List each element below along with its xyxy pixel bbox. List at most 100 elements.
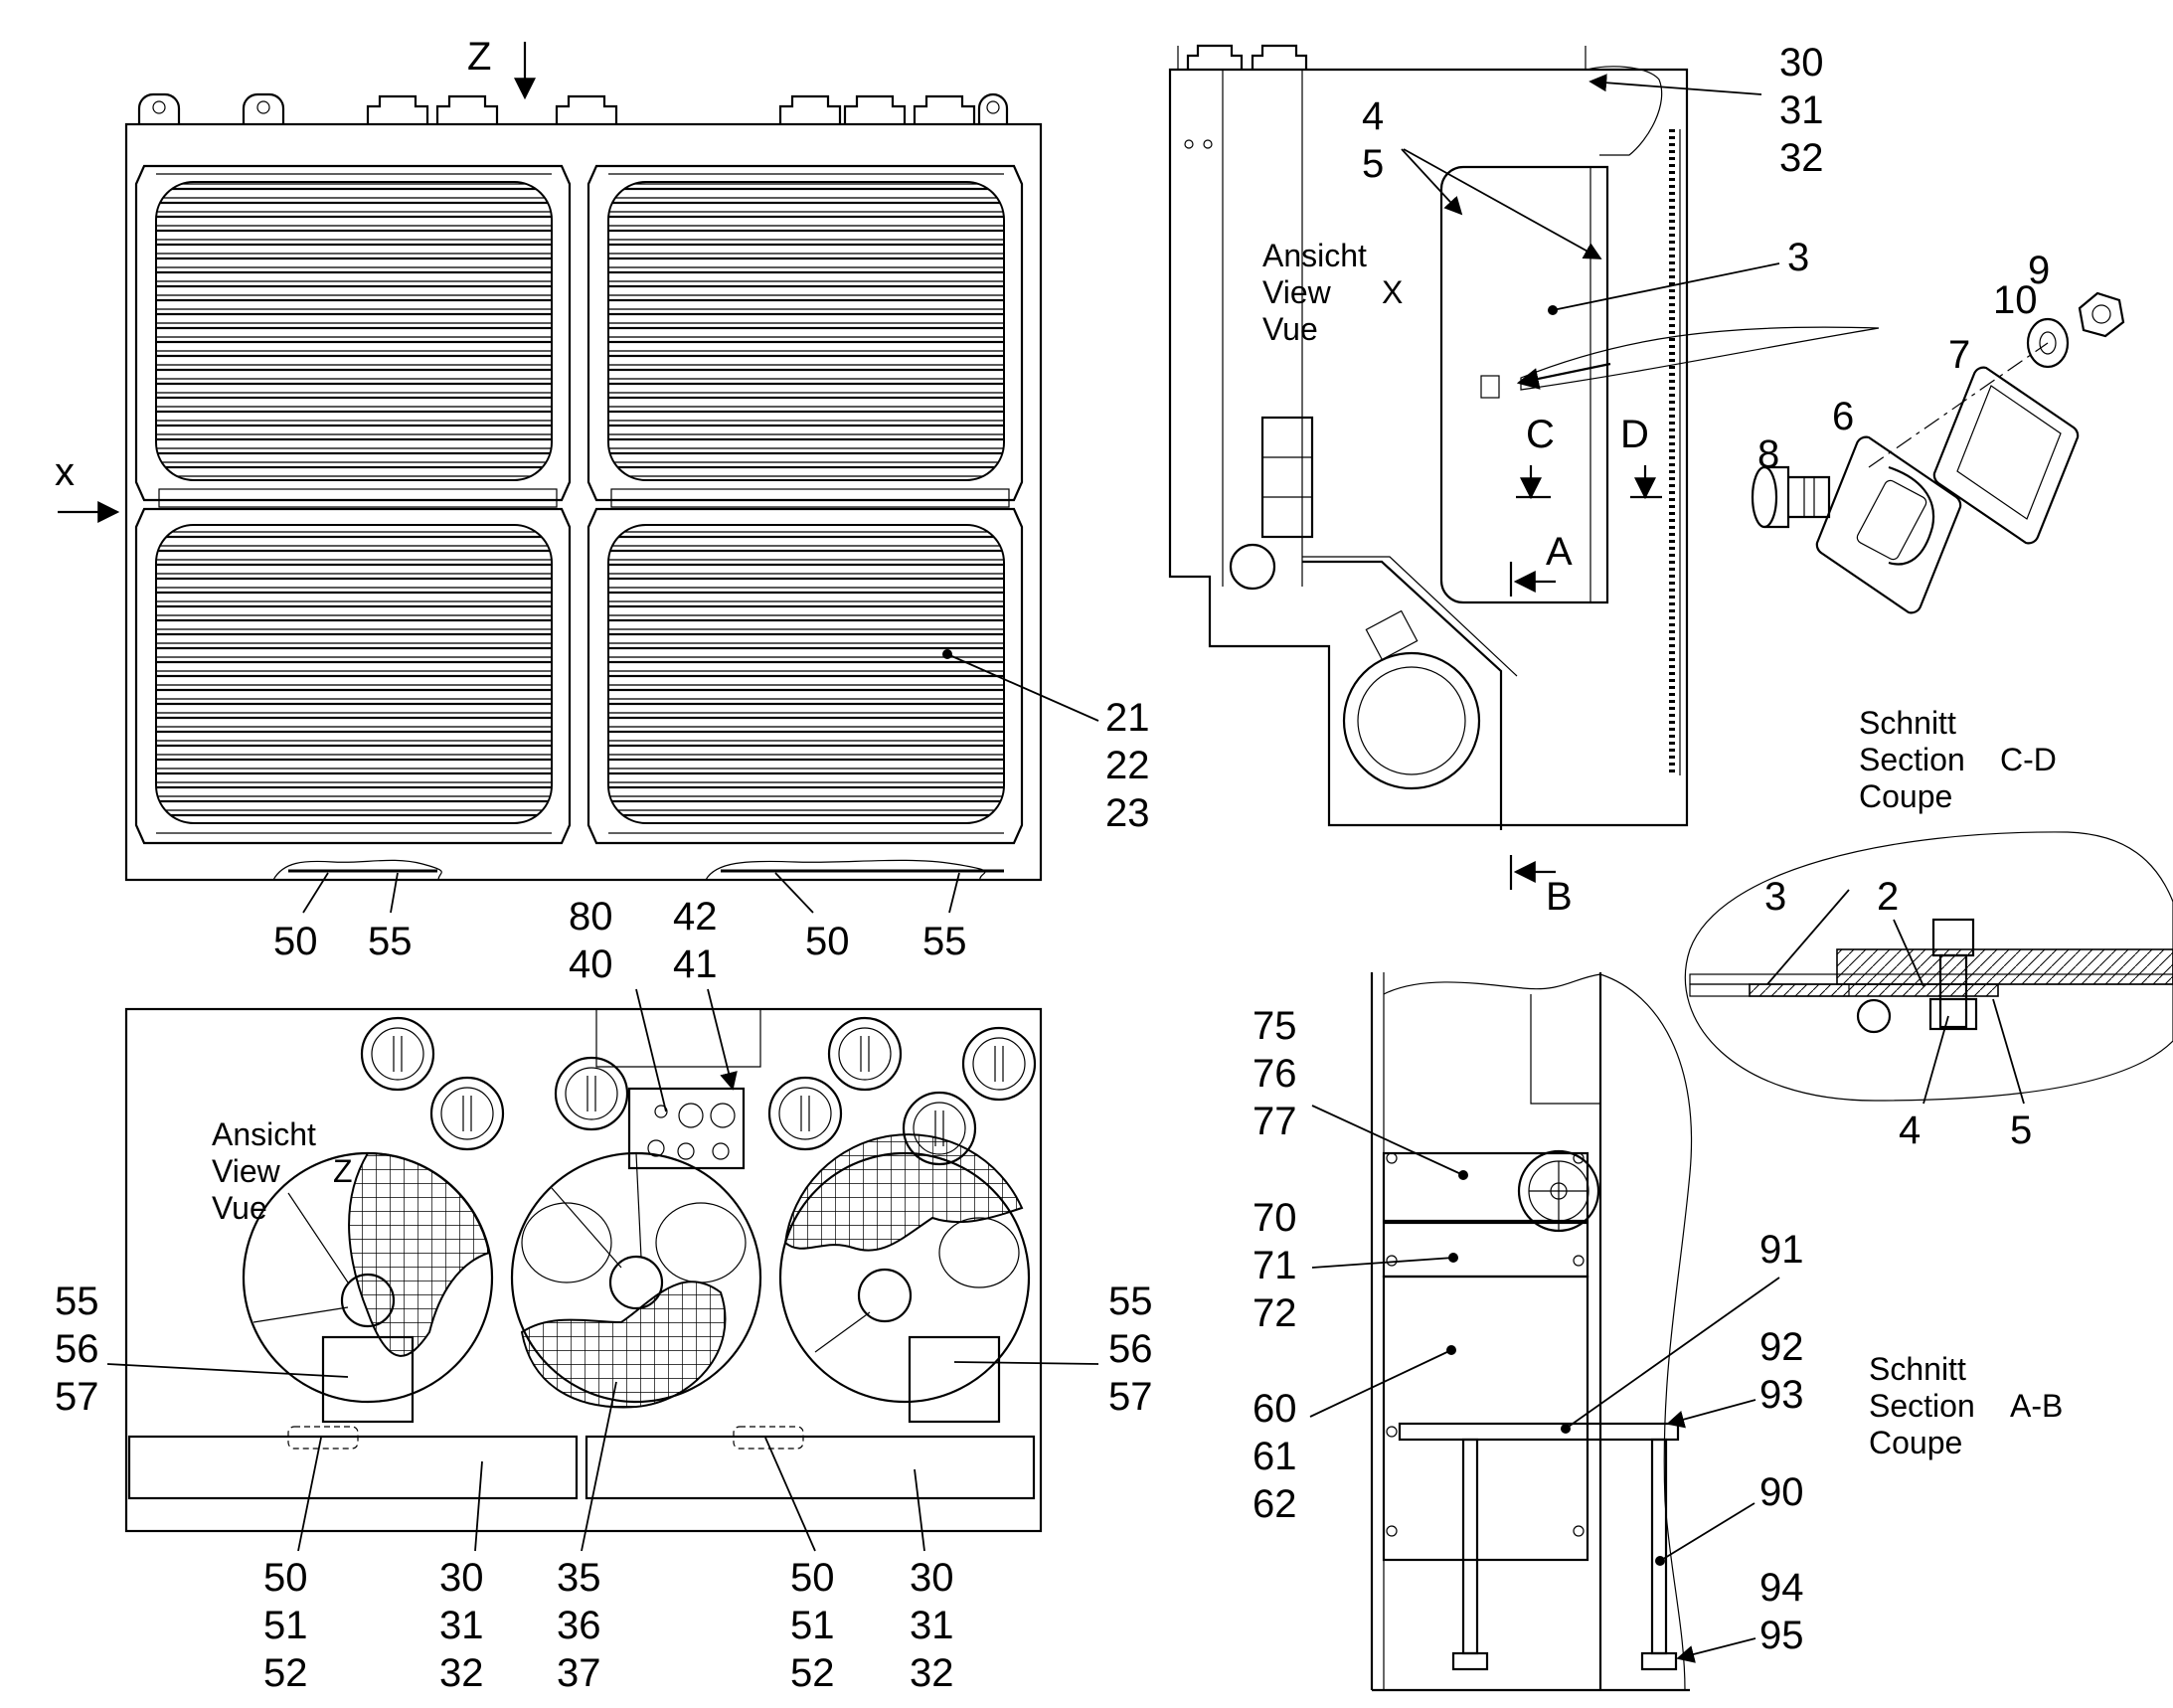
side-view: Ansicht View Vue X 30 31 32 4 5 3 C D A … [1168, 41, 1880, 919]
label-32-box-left: 32 [439, 1651, 484, 1695]
bolt-8-head [1751, 465, 1778, 529]
label-50-right: 50 [805, 920, 850, 963]
label-37: 37 [557, 1651, 601, 1695]
middle-bar-right [610, 488, 1010, 508]
label-41: 41 [673, 942, 718, 986]
hardware-exploded: 9 10 7 6 8 [1751, 249, 2125, 614]
label-50-fan-left: 50 [263, 1556, 308, 1600]
label-5-cd: 5 [2010, 1109, 2032, 1152]
label-40: 40 [569, 942, 613, 986]
label-77: 77 [1253, 1100, 1297, 1143]
washer-10 [2026, 317, 2070, 369]
label-31: 31 [1779, 88, 1824, 132]
view-x-caption-fr: Vue [1262, 311, 1318, 347]
label-55-fan-left: 55 [55, 1280, 99, 1323]
label-8: 8 [1757, 432, 1779, 476]
label-94: 94 [1759, 1566, 1804, 1610]
core-panel-bottom-left [134, 507, 572, 845]
cut-a-label: A [1546, 530, 1573, 574]
label-52-fan-left: 52 [263, 1651, 308, 1695]
label-55-fan-right: 55 [1108, 1280, 1153, 1323]
label-76: 76 [1253, 1052, 1297, 1096]
core-panel-top-right [586, 164, 1024, 502]
label-22: 22 [1105, 744, 1150, 787]
cover-plate-6 [1815, 435, 1962, 614]
label-32: 32 [1779, 136, 1824, 180]
section-cd-caption-fr: Coupe [1859, 778, 1952, 814]
label-21: 21 [1105, 696, 1150, 740]
gasket-7 [1932, 366, 2080, 545]
section-cd-caption-en: Section [1859, 742, 1965, 777]
section-ab-caption-en: Section [1869, 1388, 1975, 1424]
radiator-frame [124, 122, 1043, 882]
label-31-box-left: 31 [439, 1604, 484, 1647]
view-x-caption-de: Ansicht [1262, 238, 1367, 273]
label-32-box-right: 32 [910, 1651, 954, 1695]
label-57-fan-right: 57 [1108, 1375, 1153, 1419]
label-92: 92 [1759, 1325, 1804, 1369]
inspection-flange [1342, 651, 1481, 790]
label-31-box-right: 31 [910, 1604, 954, 1647]
label-6: 6 [1832, 395, 1854, 438]
plate-60 [1382, 1275, 1589, 1562]
label-91: 91 [1759, 1228, 1804, 1272]
fan-center [510, 1151, 762, 1409]
label-75: 75 [1253, 1004, 1297, 1048]
label-30: 30 [1779, 41, 1824, 85]
hinge-block [1260, 416, 1314, 539]
label-42: 42 [673, 895, 718, 939]
cover-plate-3 [1439, 165, 1609, 604]
section-cd-ident: C-D [2000, 742, 2057, 777]
middle-bar-left [158, 488, 558, 508]
fan-left [242, 1151, 494, 1424]
view-z-caption-en: View [212, 1153, 281, 1189]
label-30-box-right: 30 [910, 1556, 954, 1600]
label-55-left: 55 [368, 920, 413, 963]
section-ab-caption-fr: Coupe [1869, 1425, 1962, 1460]
label-4-cd: 4 [1899, 1109, 1921, 1152]
flange-small [1229, 543, 1276, 591]
label-36: 36 [557, 1604, 601, 1647]
cut-d-label: D [1620, 413, 1649, 456]
core-panel-bottom-right [586, 507, 1024, 845]
label-90: 90 [1759, 1470, 1804, 1514]
label-30-box-left: 30 [439, 1556, 484, 1600]
bottom-box-right [585, 1435, 1036, 1500]
section-cd: Schnitt Section Coupe C-D 3 2 4 5 [1684, 705, 2173, 1152]
top-brackets [137, 92, 1009, 124]
view-x-caption-letter: X [1382, 274, 1403, 310]
label-23: 23 [1105, 791, 1150, 835]
label-35: 35 [557, 1556, 601, 1600]
label-56-fan-left: 56 [55, 1327, 99, 1371]
label-55-right: 55 [922, 920, 967, 963]
label-50-fan-right: 50 [790, 1556, 835, 1600]
view-z-caption-de: Ansicht [212, 1116, 316, 1152]
side-shroud [1587, 66, 1663, 156]
label-5-side: 5 [1362, 142, 1384, 186]
fan-right [778, 1133, 1031, 1424]
side-housing-outline [1168, 68, 1689, 827]
label-52-fan-right: 52 [790, 1651, 835, 1695]
label-3-side: 3 [1787, 236, 1809, 279]
section-ab-breakline [1599, 973, 1693, 1691]
view-z-caption-letter: Z [333, 1153, 353, 1189]
radiator-view: Z x 21 22 23 50 55 50 55 [55, 35, 1150, 963]
bottom-box-left [127, 1435, 579, 1500]
label-51-fan-right: 51 [790, 1604, 835, 1647]
support-bar-91 [1398, 1422, 1680, 1442]
label-62: 62 [1253, 1482, 1297, 1526]
cut-c-label: C [1526, 413, 1555, 456]
label-9: 9 [2028, 249, 2050, 292]
bottom-cutout-left [272, 859, 442, 881]
detail-pointer [1520, 326, 1880, 391]
plate-75 [1382, 1151, 1589, 1223]
label-51-fan-left: 51 [263, 1604, 308, 1647]
label-50-left: 50 [273, 920, 318, 963]
control-box [627, 1087, 746, 1170]
view-z-caption-fr: Vue [212, 1190, 267, 1226]
label-7: 7 [1948, 333, 1970, 377]
view-x-caption-en: View [1262, 274, 1332, 310]
fan-frame [124, 1007, 1043, 1533]
section-ab: 75 76 77 70 71 72 60 61 62 91 92 93 90 9… [1253, 972, 2063, 1692]
cut-b-label: B [1546, 875, 1573, 919]
